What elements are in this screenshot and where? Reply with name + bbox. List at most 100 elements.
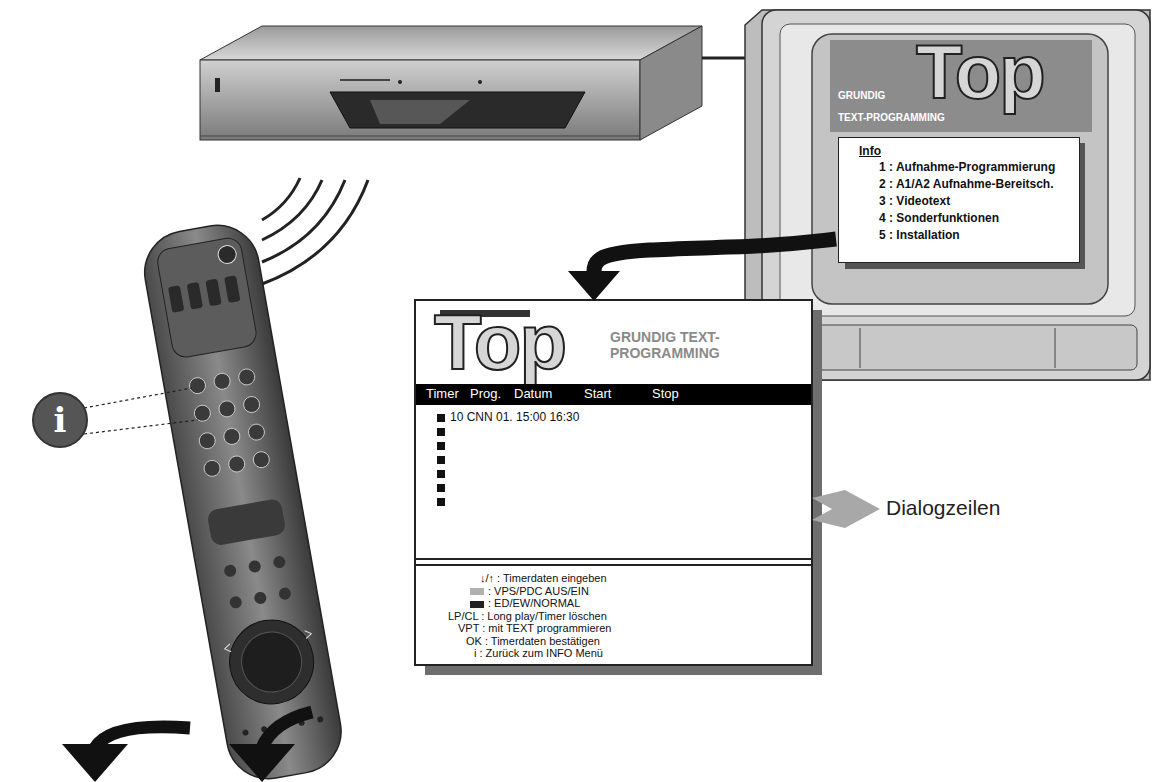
remote-control-part-part xyxy=(218,400,237,419)
dialog-line: OK : Timerdaten bestätigen xyxy=(466,635,600,647)
menu-item: 3 : Videotext xyxy=(845,193,1073,210)
brand-name: GRUNDIG TEXT-PROGRAMMING xyxy=(610,329,780,361)
infrared-waves-part xyxy=(262,180,345,262)
remote-control-part-part xyxy=(242,395,261,414)
column-head: Prog. xyxy=(470,386,501,401)
screen-panel-part xyxy=(437,414,445,506)
arrow-head xyxy=(568,271,620,301)
infrared-waves-part xyxy=(262,178,300,220)
remote-control-part-part xyxy=(193,404,212,423)
menu-title-row: Info xyxy=(845,143,1073,159)
remote-control-part-part xyxy=(168,285,184,313)
down-arrows-part xyxy=(62,744,128,782)
video-recorder-part xyxy=(398,80,402,84)
remote-control-part-part xyxy=(248,559,262,573)
video-recorder xyxy=(200,26,702,140)
dialog-line-row: i : Zurück zum INFO Menü xyxy=(422,647,805,660)
screen-panel-part-part xyxy=(437,484,445,492)
logo-text: Top xyxy=(916,28,1044,115)
dialog-line: ↓/↑ : Timerdaten eingeben xyxy=(480,572,607,584)
menu-item: 2 : A1/A2 Aufnahme-Bereitsch. xyxy=(845,176,1073,193)
dialog-line-row: VPT : mit TEXT programmieren xyxy=(422,622,805,635)
screen-panel-part-part xyxy=(437,470,445,478)
key-color-swatch xyxy=(470,601,484,608)
video-recorder-part xyxy=(640,26,702,140)
remote-control-part-part xyxy=(223,564,237,578)
remote-control-part xyxy=(138,219,348,782)
menu-item-row: 3 : Videotext xyxy=(845,193,1073,210)
video-recorder-part xyxy=(340,79,390,81)
menu-box: Info1 : Aufnahme-Programmierung2 : A1/A2… xyxy=(838,137,1080,263)
video-recorder-part xyxy=(200,60,640,140)
infrared-waves-part xyxy=(262,180,368,284)
remote-control-part-part xyxy=(187,282,203,310)
screen-panel-part-part xyxy=(437,498,445,506)
remote-control-part-part xyxy=(223,427,242,446)
logo-text: Top xyxy=(434,297,565,388)
remote-control-part xyxy=(206,498,286,546)
remote-control-part-part xyxy=(253,591,267,605)
pointer-arrow xyxy=(812,490,880,528)
remote-control-part-part xyxy=(224,275,240,303)
button-letter: i xyxy=(34,400,86,440)
remote-control-part-part xyxy=(272,555,286,569)
television-part xyxy=(775,325,1137,370)
menu-item: 1 : Aufnahme-Programmierung xyxy=(845,159,1073,176)
brand-subtitle: TEXT-PROGRAMMING xyxy=(838,112,945,123)
menu-item: 5 : Installation xyxy=(845,227,1073,244)
remote-control-part xyxy=(237,627,307,697)
timer-entry: 10 CNN 01. 15:00 16:30 xyxy=(450,410,796,425)
menu-item: 4 : Sonderfunktionen xyxy=(845,210,1073,227)
column-head: Datum xyxy=(514,386,552,401)
leader-lines-part xyxy=(84,420,198,434)
video-recorder-part xyxy=(330,92,585,128)
column-head: Timer xyxy=(426,386,459,401)
remote-control-part-part xyxy=(237,368,256,387)
screen-panel-part-part xyxy=(437,414,445,422)
remote-control xyxy=(138,219,348,782)
remote-control-part-part xyxy=(252,450,271,469)
remote-control-part xyxy=(223,613,320,710)
timer-list: 10 CNN 01. 15:00 16:30 xyxy=(448,408,798,548)
menu-item-row: 2 : A1/A2 Aufnahme-Bereitsch. xyxy=(845,176,1073,193)
dialog-line: : VPS/PDC AUS/EIN xyxy=(488,585,589,597)
dialog-line: VPT : mit TEXT programmieren xyxy=(458,622,611,634)
remote-control-part-part xyxy=(247,423,266,442)
remote-control-part-part xyxy=(203,459,222,478)
callout-label: Dialogzeilen xyxy=(886,496,1000,520)
remote-control-part xyxy=(224,630,312,653)
column-head: Stop xyxy=(652,386,679,401)
television-part xyxy=(1055,328,1056,368)
arrow-shaft xyxy=(594,239,836,275)
dialog-line-row: LP/CL : Long play/Timer löschen xyxy=(422,610,805,623)
dialog-line-row: OK : Timerdaten bestätigen xyxy=(422,635,805,648)
infrared-waves xyxy=(262,178,368,284)
remote-control-part-part xyxy=(242,729,249,736)
leader-lines xyxy=(84,388,198,434)
screen-panel-part-part xyxy=(437,456,445,464)
video-recorder-part xyxy=(200,26,702,60)
dialog-line: i : Zurück zum INFO Menü xyxy=(474,647,603,659)
table-header-band: Timer Prog. Datum Start Stop xyxy=(416,384,811,405)
down-arrows xyxy=(62,712,312,782)
menu-item-row: 1 : Aufnahme-Programmierung xyxy=(845,159,1073,176)
logo-box: TopGRUNDIGTEXT-PROGRAMMING xyxy=(830,40,1092,132)
video-recorder-part xyxy=(478,80,482,84)
screen-panel-part xyxy=(415,564,812,566)
remote-control-part xyxy=(217,244,238,265)
dialog-line: LP/CL : Long play/Timer löschen xyxy=(448,610,607,622)
screen-header: TopGRUNDIG TEXT-PROGRAMMING xyxy=(418,303,809,379)
brand-name: GRUNDIG xyxy=(838,90,885,101)
timer-entry-row: 10 CNN 01. 15:00 16:30 xyxy=(450,410,796,425)
remote-control-part-part xyxy=(198,432,217,451)
key-color-swatch xyxy=(470,588,484,595)
video-recorder-part xyxy=(370,100,470,124)
down-arrows-part xyxy=(229,744,295,782)
remote-control-part-part xyxy=(229,595,243,609)
remote-control-part-part xyxy=(213,372,232,391)
remote-control-part-part xyxy=(205,279,221,307)
remote-control-part xyxy=(164,274,324,736)
column-head: Start xyxy=(584,386,611,401)
menu-item-row: 5 : Installation xyxy=(845,227,1073,244)
